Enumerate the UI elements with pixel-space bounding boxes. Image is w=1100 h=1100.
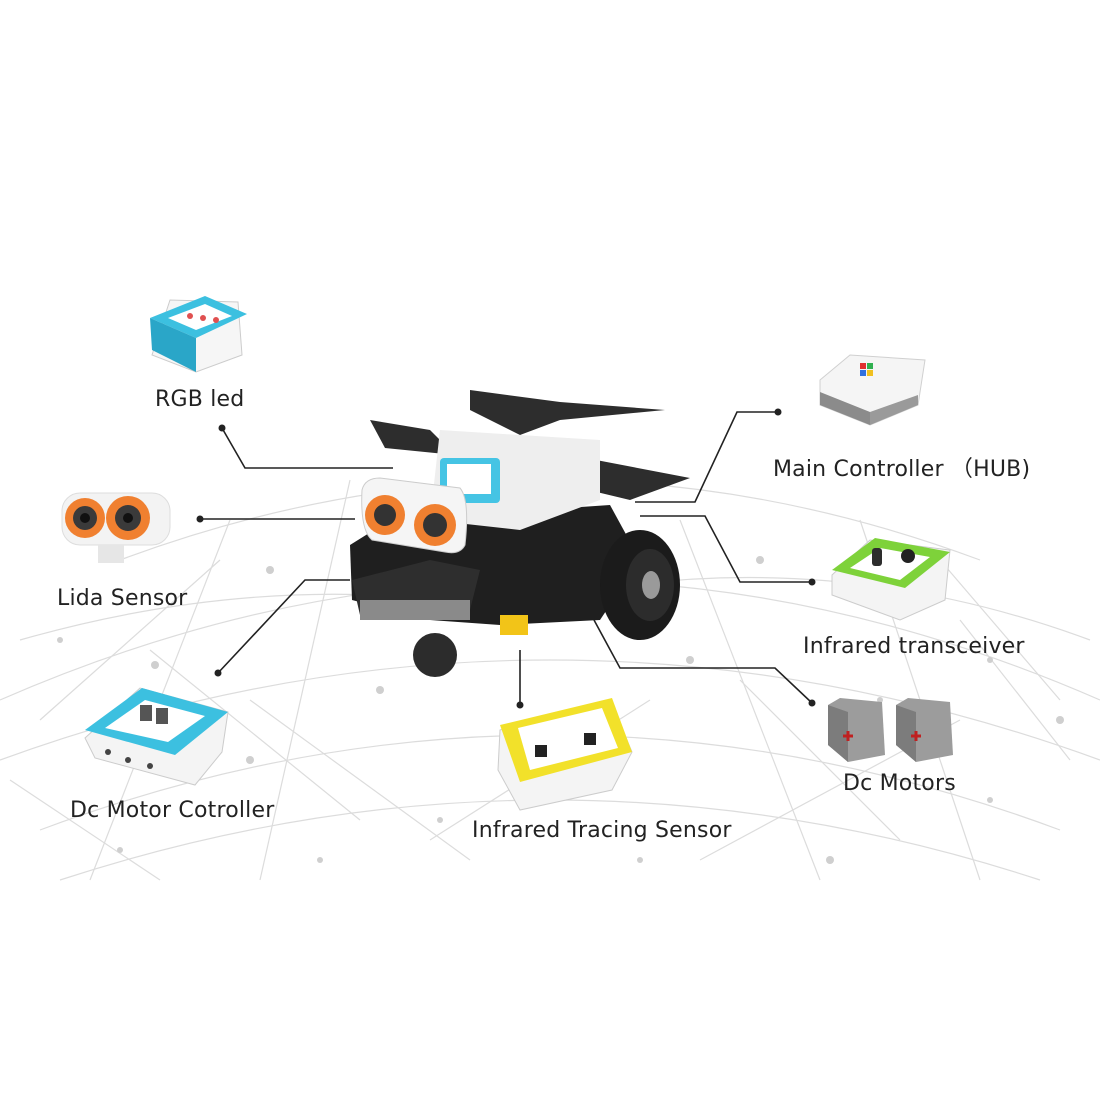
connector-lines <box>200 411 813 705</box>
connector-dc-motors <box>593 619 813 704</box>
connector-rgb-led <box>221 427 393 469</box>
main-controller-module <box>819 354 926 426</box>
lida-sensor-module <box>61 492 171 563</box>
label-dc-motors: Dc Motors <box>843 771 956 796</box>
connector-dc-motor-controller <box>217 579 350 674</box>
dc-motors-module <box>828 698 953 762</box>
connector-infrared-transceiver <box>640 515 812 583</box>
label-infrared-tracing-sensor: Infrared Tracing Sensor <box>472 818 732 843</box>
label-lida-sensor: Lida Sensor <box>57 586 188 611</box>
label-main-controller: Main Controller （HUB) <box>773 457 1031 482</box>
infrared-transceiver-module <box>831 538 951 621</box>
connector-main-controller <box>635 411 778 503</box>
rgb-led-module <box>150 296 247 373</box>
dc-motor-controller-module <box>84 687 229 786</box>
label-rgb-led: RGB led <box>155 387 245 412</box>
connector-dots <box>196 408 816 709</box>
infrared-tracing-sensor-module <box>497 698 633 811</box>
label-infrared-transceiver: Infrared transceiver <box>803 634 1025 659</box>
label-dc-motor-controller: Dc Motor Cotroller <box>70 798 275 823</box>
robot-car <box>350 390 690 677</box>
